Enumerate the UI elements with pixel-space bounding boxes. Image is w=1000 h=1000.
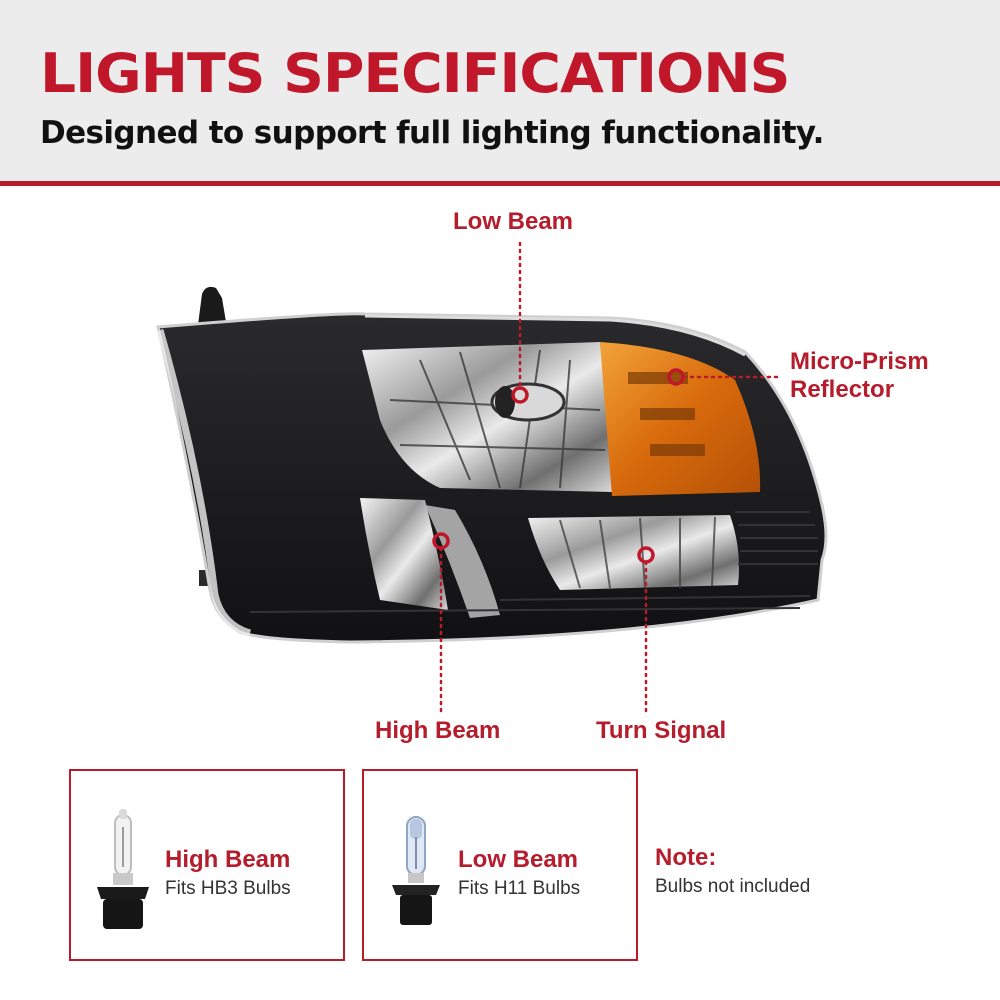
bulb-box-low-beam: Low Beam Fits H11 Bulbs bbox=[362, 769, 638, 961]
mounting-tab bbox=[198, 286, 226, 325]
page-title: LIGHTS SPECIFICATIONS bbox=[40, 42, 790, 105]
bulb-box-title: High Beam bbox=[165, 846, 291, 873]
callout-turn-signal: Turn Signal bbox=[596, 717, 727, 744]
low-beam-reflector bbox=[362, 342, 612, 492]
hb3-bulb-icon bbox=[97, 809, 149, 929]
header-divider bbox=[0, 181, 1000, 186]
high-beam-reflector bbox=[360, 498, 448, 610]
note-title: Note: bbox=[655, 844, 717, 871]
turn-signal-reflector bbox=[528, 515, 739, 590]
marker-high-beam bbox=[432, 532, 450, 550]
marker-micro-prism bbox=[667, 368, 685, 386]
callout-micro-prism-line2: Reflector bbox=[790, 376, 895, 403]
header-banner bbox=[0, 0, 1000, 183]
bulb-box-high-beam: High Beam Fits HB3 Bulbs bbox=[69, 769, 345, 961]
note-text: Bulbs not included bbox=[655, 876, 811, 897]
bulb-box-title: Low Beam bbox=[458, 846, 579, 873]
h11-bulb-icon bbox=[392, 816, 440, 925]
bulb-box-subtitle: Fits HB3 Bulbs bbox=[165, 878, 291, 899]
callout-high-beam: High Beam bbox=[375, 717, 501, 744]
page-subtitle: Designed to support full lighting functi… bbox=[40, 115, 824, 151]
callout-low-beam: Low Beam bbox=[453, 208, 574, 235]
callout-micro-prism-line1: Micro-Prism bbox=[790, 348, 929, 375]
headlight-illustration bbox=[156, 241, 828, 714]
marker-low-beam bbox=[511, 386, 529, 404]
bulb-box-subtitle: Fits H11 Bulbs bbox=[458, 878, 581, 899]
marker-turn-signal bbox=[637, 546, 655, 564]
